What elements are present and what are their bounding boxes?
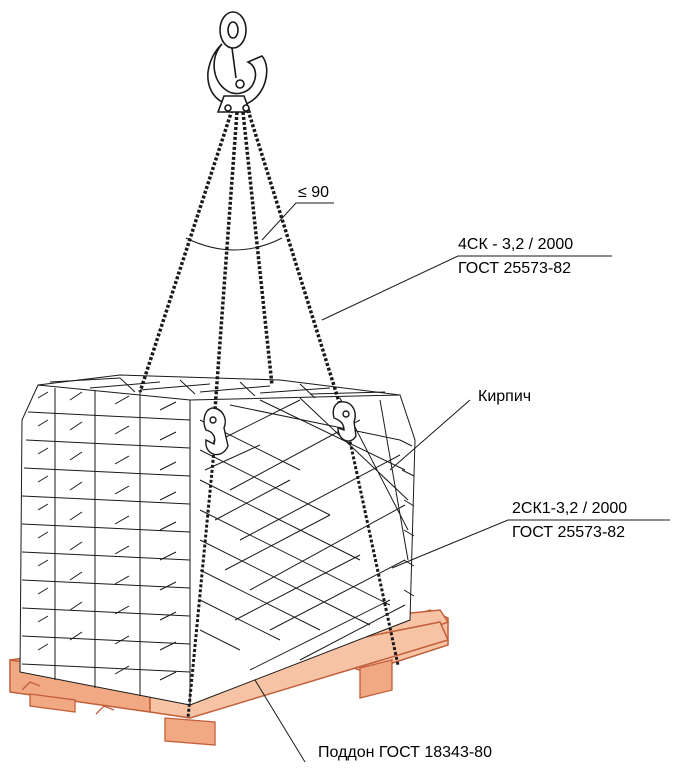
sling-leg-3 xyxy=(241,111,274,386)
leader-angle xyxy=(261,202,334,241)
pallet-block-left xyxy=(29,693,76,713)
brick-label: Кирпич xyxy=(478,388,532,405)
brick-stack xyxy=(19,374,416,706)
leader-sling-top xyxy=(321,255,612,321)
pallet-label: Поддон ГОСТ 18343-80 xyxy=(318,744,492,761)
pallet-block-right xyxy=(359,659,393,699)
top-surface-bricks xyxy=(49,377,386,399)
leader-sling-bottom xyxy=(391,519,670,569)
sling-top-standard: ГОСТ 25573-82 xyxy=(458,260,572,277)
load-hooks xyxy=(203,401,357,456)
slings xyxy=(138,109,400,719)
sling-bottom-standard: ГОСТ 25573-82 xyxy=(512,524,626,541)
sling-bottom-spec: 2СК1-3,2 / 2000 xyxy=(512,500,628,517)
leader-lines xyxy=(254,202,670,763)
crane-hook-icon xyxy=(207,11,268,113)
pallet-notches xyxy=(21,681,115,715)
leader-pallet xyxy=(254,679,306,763)
pallet-block-mid xyxy=(164,717,216,746)
left-face-courses xyxy=(21,388,191,696)
angle-arc xyxy=(185,237,283,251)
hook-right-icon xyxy=(332,401,357,442)
sling-lower-left xyxy=(186,439,217,719)
angle-label: ≤ 90 xyxy=(298,184,330,201)
leader-brick xyxy=(389,399,471,471)
sling-leg-1 xyxy=(138,109,234,393)
pallet-side-board xyxy=(149,621,450,719)
right-face-herringbone xyxy=(199,397,415,671)
brick-stack-left-face xyxy=(19,384,191,706)
sling-leg-2 xyxy=(213,111,239,411)
sling-leg-4 xyxy=(246,109,342,406)
brick-stack-top xyxy=(37,374,401,401)
sling-top-spec: 4СК - 3,2 / 2000 xyxy=(458,236,574,253)
